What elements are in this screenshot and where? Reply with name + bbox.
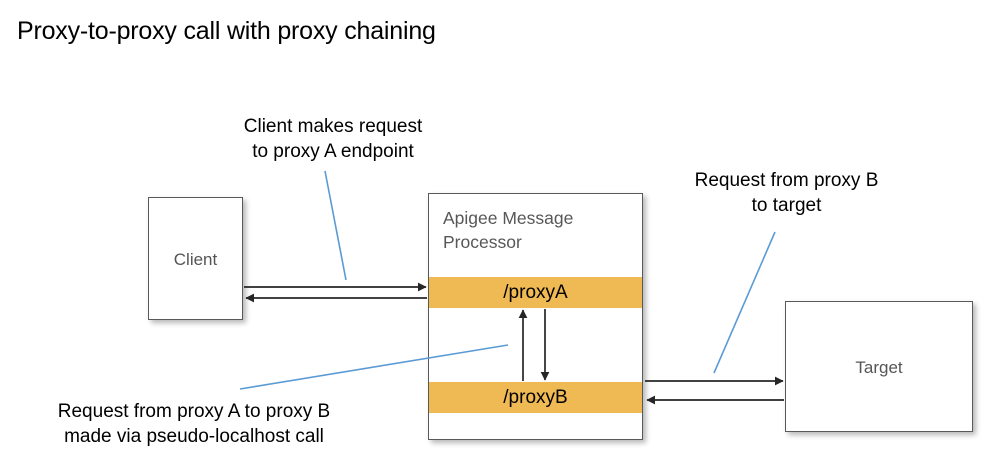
- node-target: Target: [785, 301, 973, 432]
- leader-line-target-request: [713, 231, 776, 374]
- leader-line-client-request: [324, 170, 347, 281]
- annotation-client-request: Client makes request to proxy A endpoint: [243, 116, 423, 162]
- node-target-label: Target: [855, 358, 903, 377]
- annotation-proxy-chain: Request from proxy A to proxy B made via…: [57, 401, 331, 447]
- node-client: Client: [148, 197, 243, 320]
- page-title: Proxy-to-proxy call with proxy chaining: [17, 17, 436, 45]
- node-client-label: Client: [173, 250, 218, 269]
- proxy-a-band: /proxyA: [428, 277, 643, 308]
- annotation-target-request: Request from proxy B to target: [694, 170, 879, 216]
- proxy-b-band: /proxyB: [428, 382, 643, 413]
- node-message-processor-label: Apigee Message Processor: [443, 208, 574, 252]
